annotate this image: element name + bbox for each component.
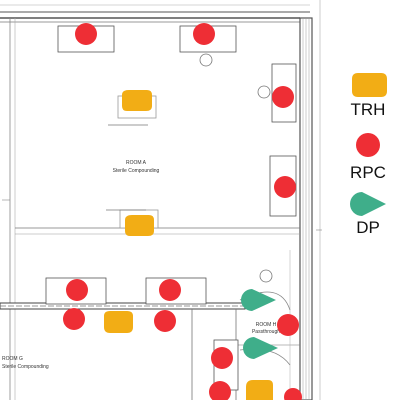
rpc-marker: [284, 388, 302, 400]
chair-top: [199, 53, 213, 67]
plan-furniture: [45, 25, 297, 391]
plan-walls: [0, 0, 322, 400]
legend-trh-label: TRH: [351, 100, 386, 119]
legend-dp-swatch: [350, 192, 386, 216]
dp-markers: [241, 289, 278, 359]
rpc-marker: [272, 86, 294, 108]
trh-marker: [104, 311, 133, 333]
rpc-marker: [277, 314, 299, 336]
room-h-name: ROOM H: [256, 322, 277, 328]
rpc-marker: [209, 381, 231, 400]
room-labels: ROOM A Sterile Compounding ROOM G Steril…: [2, 160, 280, 370]
rpc-marker: [75, 23, 97, 45]
legend: TRH RPC DP: [350, 73, 387, 237]
chair-right: [257, 85, 271, 99]
rpc-marker: [211, 347, 233, 369]
legend-rpc-swatch: [356, 133, 380, 157]
rpc-marker: [274, 176, 296, 198]
trh-marker: [125, 215, 154, 236]
trh-markers: [104, 90, 273, 400]
legend-trh-swatch: [352, 73, 387, 97]
dp-marker: [243, 337, 278, 359]
rpc-markers: [63, 23, 302, 400]
room-g-subtitle: Sterile Compounding: [2, 364, 49, 370]
legend-rpc-label: RPC: [350, 163, 386, 182]
room-g-name: ROOM G: [2, 356, 23, 362]
legend-item-rpc: RPC: [350, 133, 386, 182]
room-h-subtitle: Passthrough: [252, 329, 280, 335]
legend-item-trh: TRH: [351, 73, 387, 119]
chair-lower-right: [259, 269, 273, 283]
trh-marker: [122, 90, 152, 111]
legend-dp-label: DP: [356, 218, 380, 237]
rpc-marker: [154, 310, 176, 332]
dp-marker: [241, 289, 276, 311]
legend-item-dp: DP: [350, 192, 386, 237]
rpc-marker: [66, 279, 88, 301]
rpc-marker: [63, 308, 85, 330]
room-a-subtitle: Sterile Compounding: [113, 168, 160, 174]
rpc-marker: [159, 279, 181, 301]
rpc-marker: [193, 23, 215, 45]
room-a-name: ROOM A: [126, 160, 147, 166]
trh-marker: [246, 380, 273, 400]
